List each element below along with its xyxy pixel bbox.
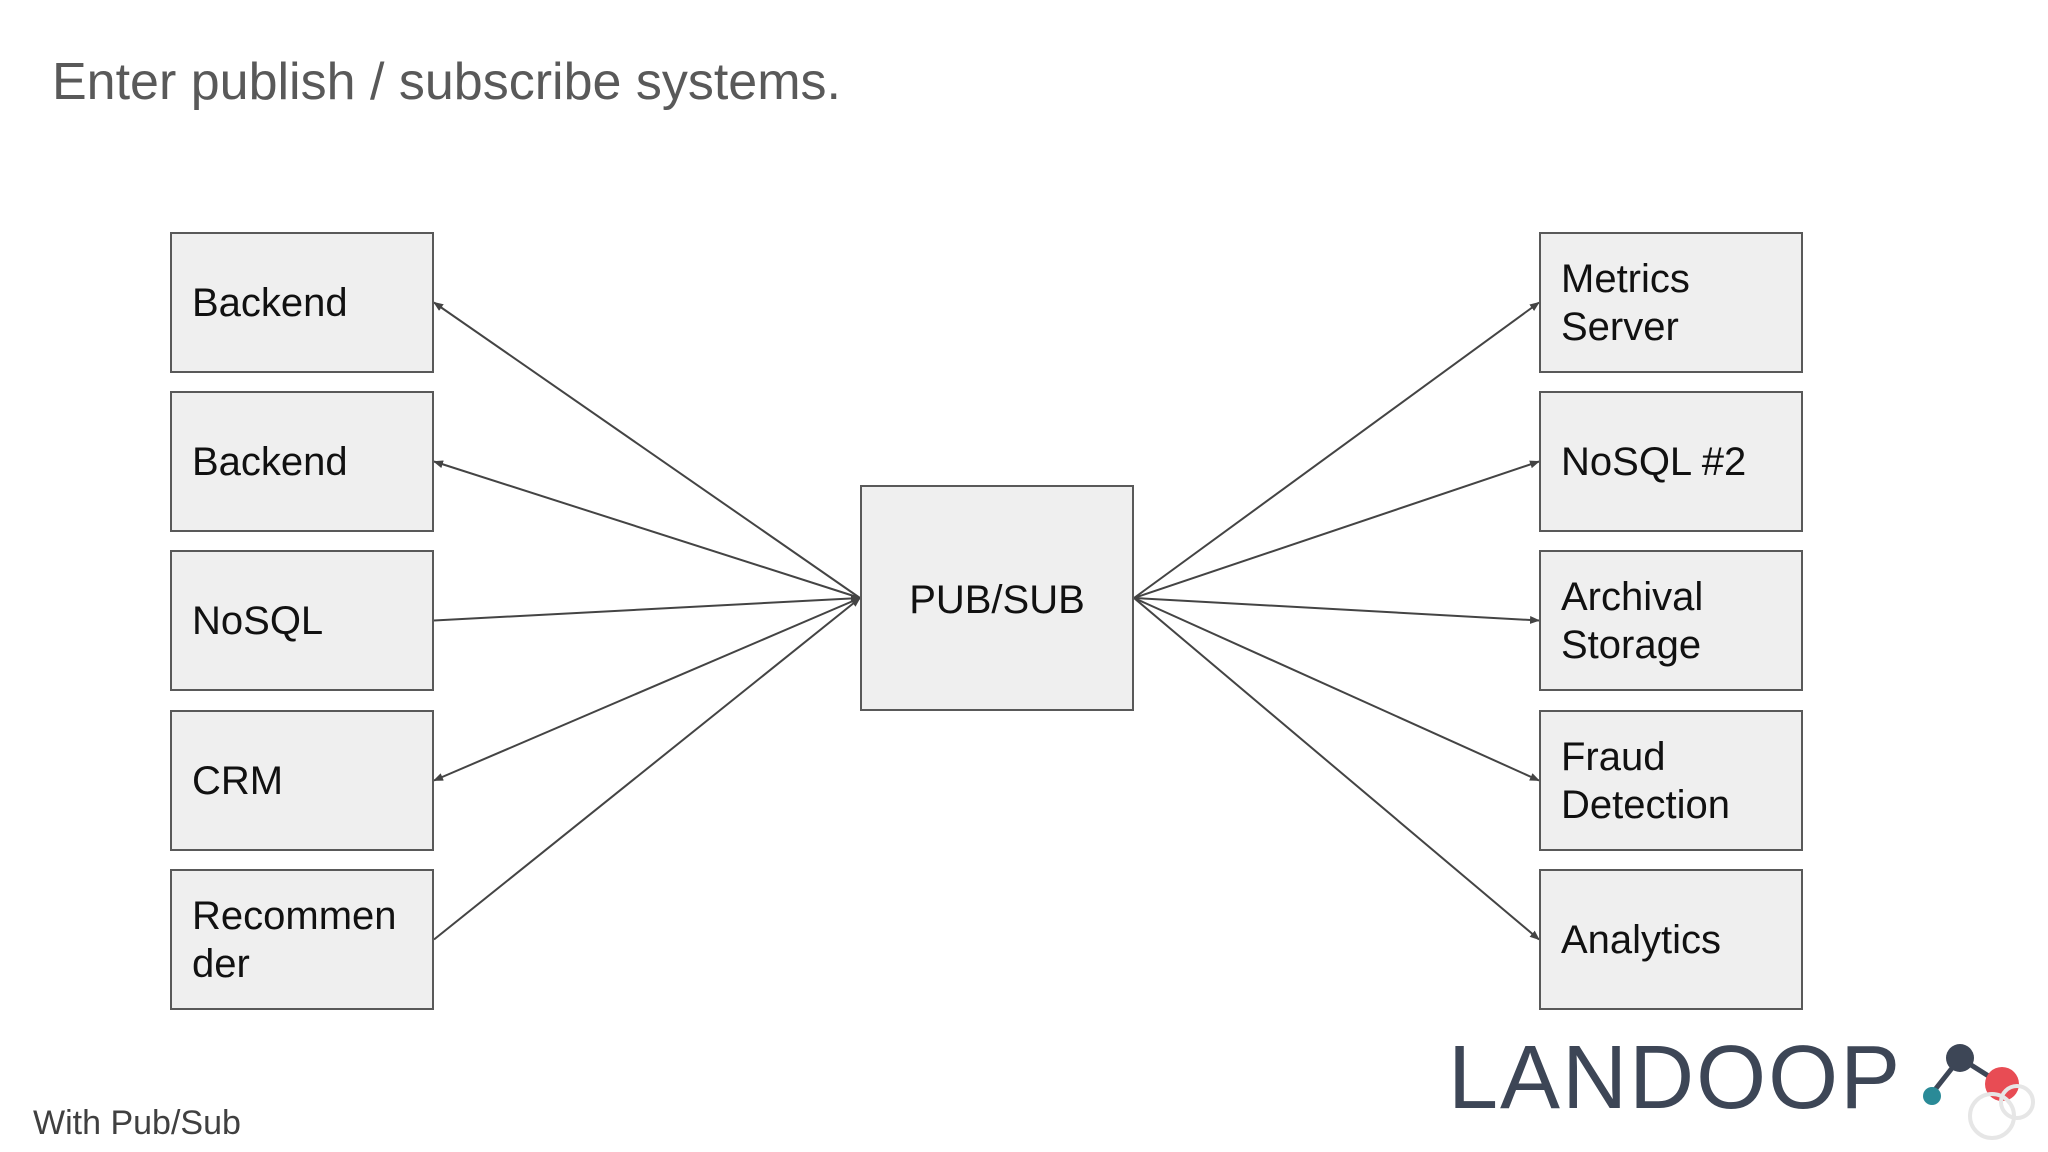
node-label: Analytics (1561, 917, 1722, 962)
footer-label: With Pub/Sub (33, 1104, 241, 1142)
logo-text: LANDOOP (1448, 1028, 1903, 1128)
node-backend-1: Backend (170, 232, 434, 373)
edge-hub-to-r2 (1133, 460, 1540, 599)
landoop-logo: LANDOOP (1448, 1028, 2030, 1128)
node-recommender: Recommen der (170, 869, 434, 1010)
node-analytics: Analytics (1539, 869, 1803, 1010)
node-label: Recommen der (192, 893, 397, 986)
node-archival-storage: Archival Storage (1539, 550, 1803, 691)
node-fraud-detection: Fraud Detection (1539, 710, 1803, 851)
edge-hub-to-l2 (433, 460, 861, 599)
logo-dot-dark (1946, 1044, 1975, 1072)
node-label: CRM (192, 758, 284, 803)
node-pubsub-hub: PUB/SUB (860, 485, 1134, 711)
node-label: Metrics Server (1561, 256, 1690, 349)
hub-label: PUB/SUB (909, 578, 1085, 622)
slide-title: Enter publish / subscribe systems. (52, 53, 841, 111)
edge-hub-to-l1 (433, 301, 861, 599)
node-label: Backend (192, 280, 348, 325)
node-label: NoSQL (192, 598, 324, 643)
edge-l3-to-hub (433, 594, 861, 622)
corner-watermark-icon (1968, 1084, 2035, 1140)
edge-hub-to-r4 (1133, 597, 1540, 782)
node-crm: CRM (170, 710, 434, 851)
edge-hub-to-r1 (1133, 301, 1540, 599)
node-nosql-2: NoSQL #2 (1539, 391, 1803, 532)
edge-hub-to-r3 (1133, 597, 1540, 624)
edge-hub-to-r5 (1133, 597, 1540, 941)
node-label: Backend (192, 439, 348, 484)
edge-hub-to-l4 (433, 597, 861, 782)
node-backend-2: Backend (170, 391, 434, 532)
node-label: NoSQL #2 (1561, 439, 1747, 484)
node-label: Archival Storage (1561, 574, 1704, 667)
node-metrics-server: Metrics Server (1539, 232, 1803, 373)
edge-layer (433, 301, 1540, 941)
node-nosql: NoSQL (170, 550, 434, 691)
node-label: Fraud Detection (1561, 734, 1730, 827)
edge-l5-to-hub (433, 597, 861, 941)
logo-dot-teal (1923, 1087, 1942, 1105)
